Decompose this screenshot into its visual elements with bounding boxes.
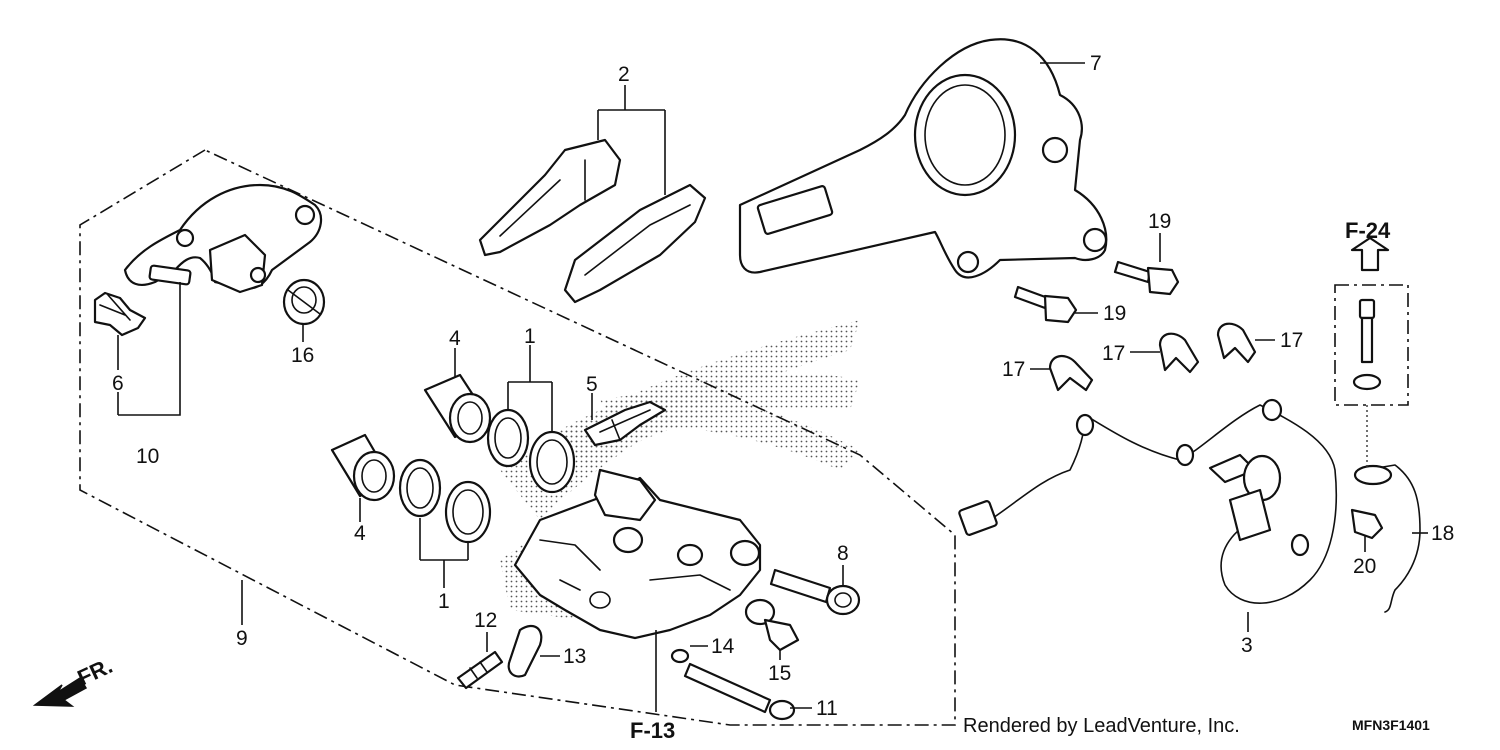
diagram-code: MFN3F1401 (1352, 717, 1430, 733)
callout-11: 11 (816, 697, 838, 720)
piston-4-upper (423, 373, 492, 444)
boot-16 (282, 278, 326, 326)
reference-f24: F-24 (1345, 218, 1391, 243)
callout-9: 9 (236, 627, 248, 650)
leader-lines (117, 62, 1428, 712)
callout-16: 16 (291, 344, 314, 367)
pin-15 (744, 598, 800, 652)
callout-13: 13 (563, 645, 586, 668)
callout-5: 5 (586, 373, 598, 396)
wire-guide-18 (1353, 464, 1421, 613)
callout-17-b: 17 (1102, 342, 1125, 365)
callout-10: 10 (136, 445, 159, 468)
caliper-body (513, 468, 762, 640)
callout-8: 8 (837, 542, 849, 565)
pad-retainer-6 (93, 291, 147, 337)
brake-pads-2 (478, 138, 707, 304)
caliper-bracket-10 (123, 183, 323, 294)
pad-spring-5 (583, 400, 667, 447)
clamp-17-c (1216, 322, 1257, 364)
callout-17-a: 17 (1002, 358, 1025, 381)
front-direction-arrow (32, 676, 88, 707)
bolt-11 (683, 662, 796, 721)
callout-12: 12 (474, 609, 497, 632)
f24-subassembly (1334, 236, 1409, 470)
callout-19-lower: 19 (1103, 302, 1126, 325)
callout-2: 2 (618, 63, 630, 86)
callout-3: 3 (1241, 634, 1253, 657)
clamp-17-a (1048, 354, 1094, 392)
bolt-19-upper (1113, 260, 1180, 296)
callout-17-c: 17 (1280, 329, 1303, 352)
callout-15: 15 (768, 662, 791, 685)
speed-sensor-harness-3 (958, 398, 1338, 604)
reference-f13: F-13 (630, 718, 675, 743)
callout-6: 6 (112, 372, 124, 395)
bolt-20 (1350, 508, 1384, 540)
callout-18: 18 (1431, 522, 1454, 545)
seals-1-lower (398, 458, 492, 544)
piston-4-lower (330, 433, 396, 502)
callout-1-lower: 1 (438, 590, 450, 613)
callout-4-lower: 4 (354, 522, 366, 545)
o-ring-14 (670, 648, 690, 664)
callout-19-upper: 19 (1148, 210, 1171, 233)
callout-7: 7 (1090, 52, 1102, 75)
caliper-hanger-7 (738, 38, 1108, 279)
pin-bolt-8 (769, 568, 861, 616)
assembly-boundary-9 (79, 149, 956, 726)
callout-1-upper: 1 (524, 325, 536, 348)
bleeder-12 (456, 650, 504, 690)
render-credit: Rendered by LeadVenture, Inc. (963, 715, 1240, 737)
bolt-19-lower (1013, 285, 1078, 324)
callout-20: 20 (1353, 555, 1376, 578)
clamp-17-b (1158, 332, 1200, 374)
bleeder-cap-13 (507, 624, 543, 678)
callout-labels: 2 7 19 19 17 17 17 4 1 5 6 16 10 4 1 9 8… (112, 52, 1454, 720)
callout-14: 14 (711, 635, 735, 658)
callout-4-upper: 4 (449, 327, 461, 350)
